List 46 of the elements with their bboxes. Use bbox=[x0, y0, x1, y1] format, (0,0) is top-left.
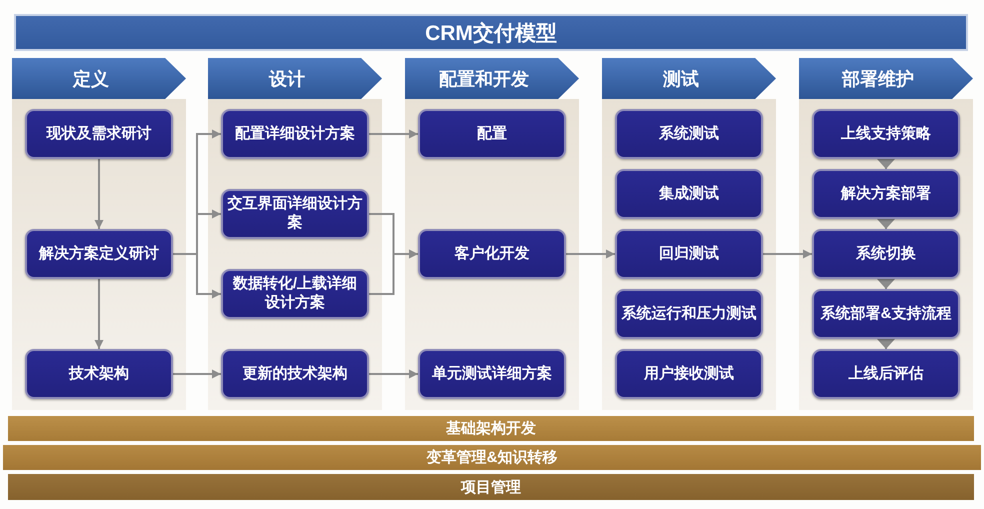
arrow bbox=[877, 279, 895, 289]
phase-header: 测试 bbox=[602, 58, 776, 99]
process-box: 系统部署&支持流程 bbox=[812, 289, 960, 339]
phase-panel bbox=[799, 58, 973, 410]
process-box: 解决方案部署 bbox=[812, 169, 960, 219]
process-box: 上线后评估 bbox=[812, 349, 960, 399]
phase-header: 设计 bbox=[208, 58, 382, 99]
phase-header: 定义 bbox=[12, 58, 186, 99]
process-box: 解决方案定义研讨 bbox=[25, 229, 173, 279]
arrow bbox=[173, 370, 221, 378]
title-banner: CRM交付模型 bbox=[14, 14, 968, 51]
process-box: 现状及需求研讨 bbox=[25, 109, 173, 159]
phase-panel bbox=[602, 58, 776, 410]
arrow bbox=[877, 159, 895, 169]
arrow bbox=[369, 250, 418, 295]
process-box: 交互界面详细设计方案 bbox=[221, 189, 369, 239]
arrow bbox=[94, 159, 104, 229]
process-box: 技术架构 bbox=[25, 349, 173, 399]
phase-header: 配置和开发 bbox=[405, 58, 579, 99]
arrow bbox=[566, 250, 615, 258]
process-box: 配置 bbox=[418, 109, 566, 159]
process-box: 配置详细设计方案 bbox=[221, 109, 369, 159]
arrow bbox=[369, 130, 418, 138]
process-box: 回归测试 bbox=[615, 229, 763, 279]
process-box: 单元测试详细方案 bbox=[418, 349, 566, 399]
phase-header: 部署维护 bbox=[799, 58, 973, 99]
workstream-band: 基础架构开发 bbox=[8, 416, 974, 441]
process-box: 集成测试 bbox=[615, 169, 763, 219]
phase-panel bbox=[208, 58, 382, 410]
process-box: 系统运行和压力测试 bbox=[615, 289, 763, 339]
arrow bbox=[369, 370, 418, 378]
process-box: 系统测试 bbox=[615, 109, 763, 159]
process-box: 更新的技术架构 bbox=[221, 349, 369, 399]
phase-panel bbox=[405, 58, 579, 410]
process-box: 客户化开发 bbox=[418, 229, 566, 279]
process-box: 上线支持策略 bbox=[812, 109, 960, 159]
arrow bbox=[763, 250, 812, 258]
arrow bbox=[877, 339, 895, 349]
process-box: 系统切换 bbox=[812, 229, 960, 279]
workstream-band: 项目管理 bbox=[8, 474, 974, 500]
workstream-band: 变革管理&知识转移 bbox=[3, 445, 981, 470]
process-box: 用户接收测试 bbox=[615, 349, 763, 399]
arrow bbox=[94, 279, 104, 349]
phase-panel bbox=[12, 58, 186, 410]
process-box: 数据转化/上载详细设计方案 bbox=[221, 269, 369, 319]
arrow bbox=[877, 219, 895, 229]
